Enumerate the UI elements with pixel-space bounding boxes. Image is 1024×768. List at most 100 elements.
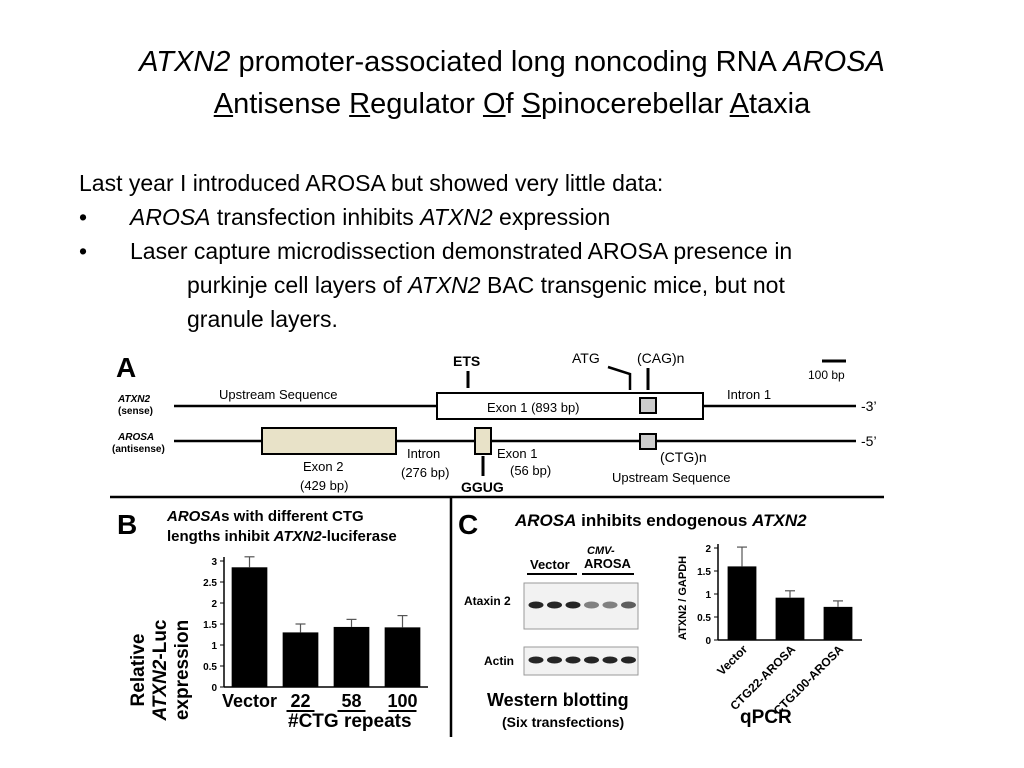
bar: [282, 632, 319, 687]
panel-b-title-arosa: AROSA: [166, 508, 221, 525]
ggug-label: GGUG: [461, 479, 504, 495]
blot-band: [584, 601, 599, 609]
blot-band: [621, 656, 636, 664]
bullet-1-end: expression: [492, 204, 611, 230]
y-tick-label: 1.5: [697, 567, 711, 578]
title-word-rest-4: taxia: [748, 88, 811, 120]
panel-b-xlabel: #CTG repeats: [288, 711, 412, 732]
blot-arosa-label: AROSA: [584, 556, 632, 571]
sense-sub-label: (sense): [118, 406, 153, 417]
sense-gene-label: ATXN2: [117, 394, 150, 405]
antisense-end-label: -5’: [861, 433, 877, 449]
exon1-bottom-box: [474, 427, 492, 455]
exon1-top-label: Exon 1 (893 bp): [487, 400, 580, 415]
qpcr-label: qPCR: [740, 707, 792, 728]
y-tick-label: 0.5: [203, 662, 217, 673]
antisense-gene-label: AROSA: [117, 432, 154, 443]
blot-band: [565, 656, 581, 664]
panel-b-ylabel-line2: ATXN2-Luc: [150, 619, 171, 721]
slide-title-line1: ATXN2 promoter-associated long noncoding…: [0, 44, 1024, 80]
exon1-top-box: [436, 392, 704, 420]
exon1-bottom-bp-label: (56 bp): [510, 463, 551, 478]
y-tick-label: 0.5: [697, 613, 711, 624]
panel-b-title2-start: lengths inhibit: [167, 528, 274, 545]
blot-band: [584, 656, 599, 664]
slide-title-line2: Antisense Regulator Of Spinocerebellar A…: [0, 86, 1024, 122]
panel-b-ylabel-line3: expression: [172, 620, 193, 720]
panel-b-ylabel-line1: Relative: [128, 634, 149, 707]
bullet-1-gene: ATXN2: [420, 204, 493, 230]
title-word-rest-1: egulator: [370, 88, 483, 120]
blot-band: [547, 656, 562, 664]
panel-c-ylabel: ATXN2 / GAPDH: [677, 556, 689, 640]
panel-b-letter: B: [117, 509, 137, 540]
y-tick-label: 3: [211, 557, 217, 568]
ctg-label: (CTG)n: [660, 449, 707, 465]
bullet-1-text: AROSA transfection inhibits ATXN2 expres…: [130, 200, 610, 234]
intro-text: Last year I introduced AROSA but showed …: [79, 170, 664, 196]
x-category-label: 100: [387, 691, 417, 711]
title-initial-0: A: [213, 88, 234, 120]
y-tick-label: 0: [211, 683, 217, 694]
title-word-rest-2: f: [505, 88, 522, 120]
blot-band: [528, 601, 544, 609]
western-label: Western blotting: [487, 690, 629, 710]
panel-b-title2-gene: ATXN2: [273, 528, 323, 545]
exon2-bp-label: (429 bp): [300, 478, 348, 493]
ctg-box: [639, 433, 657, 450]
bullet-2-line2-end: BAC transgenic mice, but not: [480, 272, 785, 298]
title-initial-4: A: [729, 88, 749, 120]
bullet-2-line3: granule layers.: [187, 306, 338, 332]
panel-c-title-arosa: AROSA: [514, 511, 576, 530]
blot-vector-label: Vector: [530, 557, 570, 572]
blot-band: [528, 656, 544, 664]
bar: [727, 566, 757, 640]
y-tick-label: 1: [211, 641, 217, 652]
panel-b-title-line1: AROSAs with different CTG: [166, 508, 364, 525]
y-tick-label: 2: [705, 544, 711, 555]
bullet-2-line2-start: purkinje cell layers of: [187, 272, 409, 298]
panel-c-title-middle: inhibits endogenous: [576, 511, 752, 530]
upstream-top-label: Upstream Sequence: [219, 387, 338, 402]
atg-marker: [607, 365, 632, 390]
x-category-label: 58: [341, 691, 361, 711]
bar: [775, 597, 805, 640]
intron1-label: Intron 1: [727, 387, 771, 402]
bullet-2-gene: ATXN2: [408, 272, 481, 298]
bullet-1-arosa: AROSA: [130, 204, 211, 230]
bullet-marker-1: •: [79, 204, 88, 230]
atg-label: ATG: [572, 350, 600, 366]
bullet-2-line1: Laser capture microdissection demonstrat…: [130, 238, 793, 264]
panel-b-ylabel-suffix: -Luc: [150, 619, 171, 660]
panel-c-ylabel-group: ATXN2 / GAPDH: [677, 556, 689, 640]
panel-c: C AROSA inhibits endogenous ATXN2 Vector…: [458, 509, 862, 730]
actin-bands: [528, 656, 636, 664]
intron-label: Intron: [407, 446, 440, 461]
bullet-marker-2: •: [79, 238, 88, 264]
exon1-bottom-label: Exon 1: [497, 446, 537, 461]
sense-end-label: -3’: [861, 398, 877, 414]
title-initial-2: O: [482, 88, 506, 120]
blot-band: [565, 601, 581, 609]
title-word-rest-0: ntisense: [233, 88, 350, 120]
x-category-label: Vector: [714, 642, 750, 678]
bullet-2-line2: purkinje cell layers of ATXN2 BAC transg…: [187, 268, 785, 302]
ataxin-bands: [528, 601, 636, 609]
scale-label: 100 bp: [808, 368, 845, 382]
title-word-rest-3: pinocerebellar: [541, 88, 730, 120]
blot-cmv-label: CMV-: [587, 545, 615, 557]
title-gene-name: ATXN2: [139, 46, 231, 78]
panel-c-letter: C: [458, 509, 478, 540]
bar: [231, 567, 268, 687]
panel-b-ylabel-gene: ATXN2: [150, 659, 171, 721]
blot-band: [602, 656, 618, 664]
y-tick-label: 1: [705, 590, 711, 601]
panel-b-title-rest: s with different CTG: [221, 508, 364, 525]
ets-label: ETS: [453, 353, 480, 369]
x-category-label: Vector: [222, 691, 277, 711]
panel-b-title-line2: lengths inhibit ATXN2-luciferase: [167, 528, 397, 545]
bullet-1-middle: transfection inhibits: [210, 204, 421, 230]
cag-box: [639, 397, 657, 414]
